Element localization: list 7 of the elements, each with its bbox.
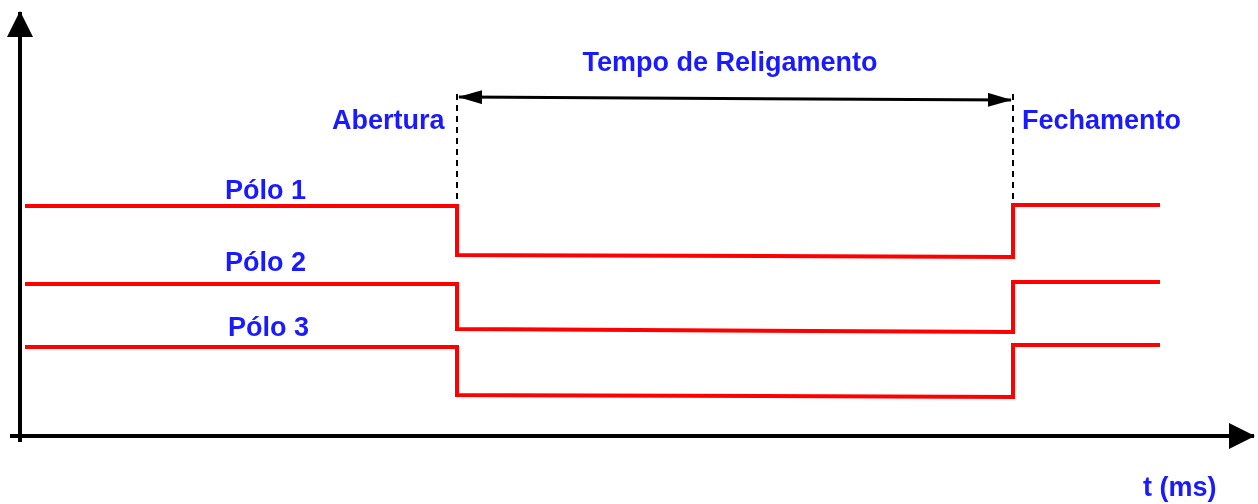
- dimension-label: Tempo de Religamento: [582, 47, 878, 77]
- signal-label: Pólo 1: [225, 175, 306, 205]
- event-label: Abertura: [332, 105, 445, 135]
- axis-label: t (ms): [1143, 472, 1217, 502]
- signal-label: Pólo 3: [228, 312, 309, 342]
- event-label: Fechamento: [1022, 105, 1182, 135]
- signal-label: Pólo 2: [225, 247, 306, 277]
